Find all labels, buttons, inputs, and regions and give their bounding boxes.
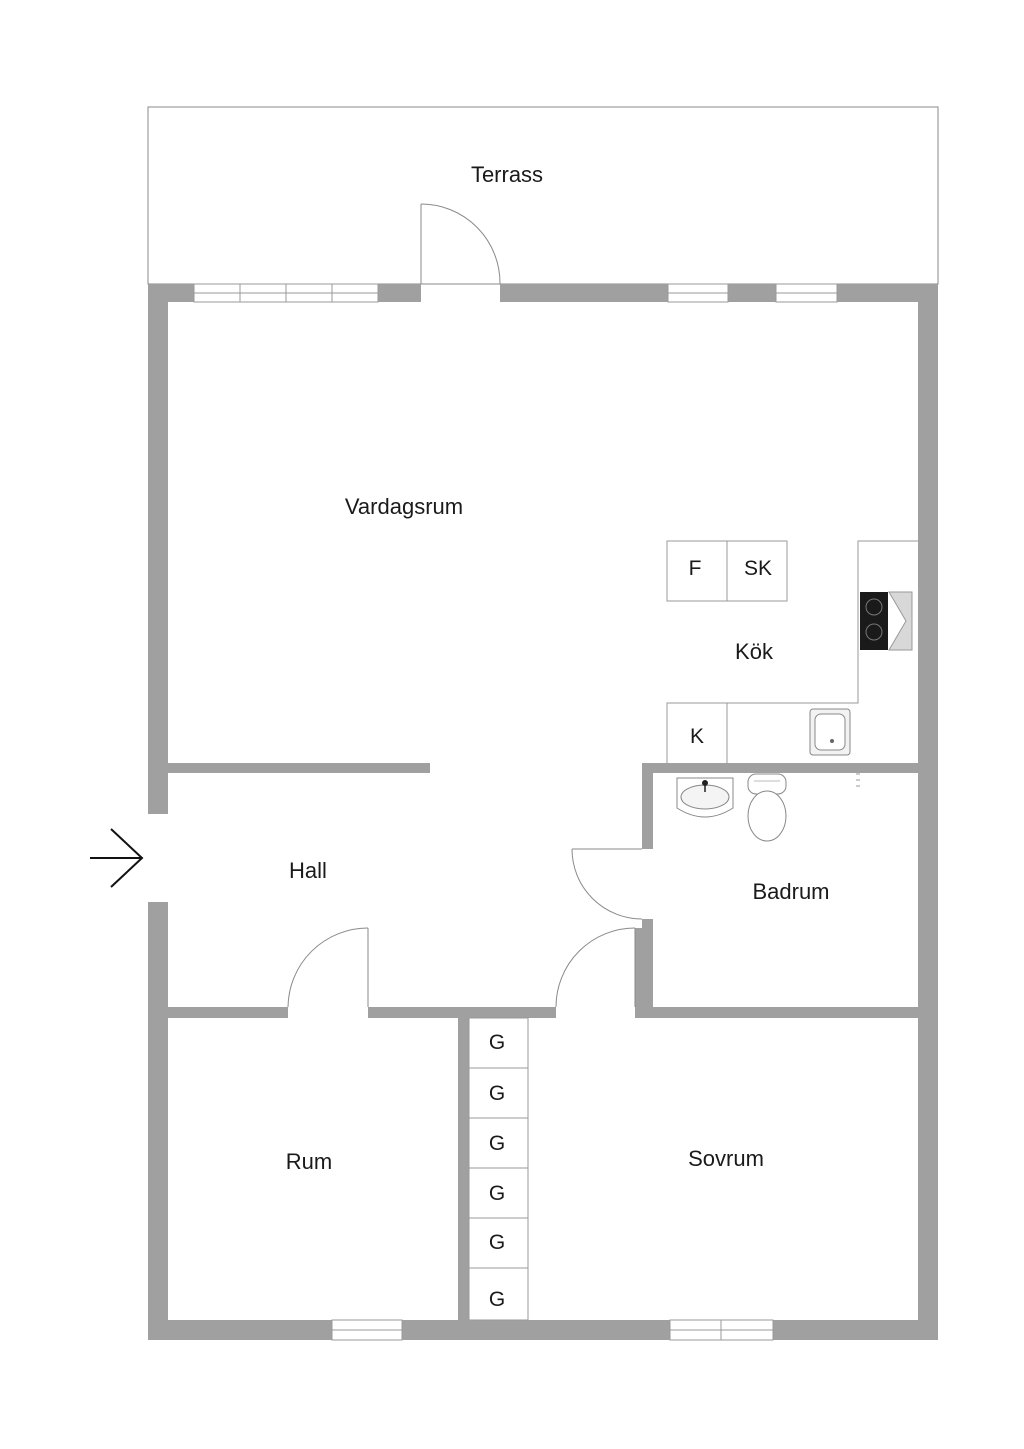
wardrobe-label: G — [489, 1288, 505, 1311]
doors — [287, 203, 643, 1008]
living-room-label: Vardagsrum — [345, 494, 463, 519]
bedroom-label: Sovrum — [688, 1146, 764, 1171]
freezer-label: SK — [744, 557, 772, 580]
interior-walls — [168, 763, 918, 1320]
bathroom-label: Badrum — [752, 879, 829, 904]
kitchen-label: Kök — [735, 639, 774, 664]
hall-label: Hall — [289, 858, 327, 883]
terrace-label: Terrass — [471, 162, 543, 187]
wardrobe-label: G — [489, 1182, 505, 1205]
toilet-icon — [747, 773, 787, 842]
wardrobe-label: G — [489, 1082, 505, 1105]
sink-icon — [809, 708, 851, 756]
wardrobe-label: G — [489, 1031, 505, 1054]
cooler-label: K — [690, 725, 704, 748]
tap-icon — [856, 773, 860, 787]
washbasin-icon — [676, 777, 734, 818]
entrance-arrow-icon — [90, 828, 144, 888]
room-label: Rum — [286, 1149, 332, 1174]
wardrobe-label: G — [489, 1132, 505, 1155]
windows — [193, 283, 838, 1341]
wardrobe-column — [468, 1017, 529, 1321]
stove-icon — [860, 591, 913, 651]
exterior-walls — [148, 284, 938, 1340]
fridge-label: F — [689, 557, 702, 580]
kitchen-fixtures — [666, 540, 918, 763]
wardrobe-label: G — [489, 1231, 505, 1254]
bathroom-fixtures — [676, 773, 860, 842]
terrace-area — [147, 106, 939, 285]
